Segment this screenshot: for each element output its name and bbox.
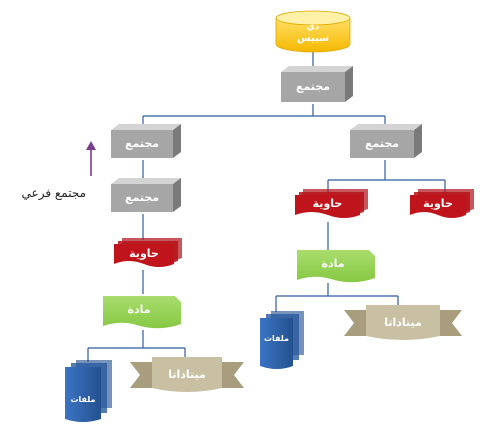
- collection-right-a: [295, 189, 368, 218]
- collection-left-label: حاوية: [129, 247, 159, 260]
- community-box-top: [281, 66, 353, 102]
- community-sub-label: مجتمع: [124, 191, 160, 204]
- files-right-label: ملفات: [263, 334, 290, 343]
- files-right: [260, 311, 304, 369]
- item-right-label: مادة: [321, 257, 345, 270]
- metadata-left-label: ميتاداتا: [168, 368, 206, 381]
- subcommunity-label: مجتمع فرعي: [21, 186, 86, 200]
- collection-right-b: [410, 189, 474, 218]
- collection-right-b-label: حاوية: [423, 197, 453, 210]
- community-left-label: مجتمع: [124, 137, 160, 150]
- subcommunity-arrow: [86, 141, 96, 176]
- metadata-left: [130, 357, 244, 392]
- metadata-right-label: ميتاداتا: [384, 316, 422, 329]
- root-label-line1: دي: [306, 22, 320, 32]
- root-label-line2: سبيس: [296, 33, 330, 44]
- collection-right-a-label: حاوية: [312, 197, 343, 210]
- community-top-label: مجتمع: [295, 80, 331, 93]
- item-left-label: مادة: [127, 303, 151, 316]
- collection-left: [114, 238, 182, 267]
- files-left-label: ملفات: [70, 395, 96, 404]
- dspace-root-cylinder: [275, 10, 351, 53]
- community-box-left: [111, 124, 181, 158]
- community-box-sub: [111, 178, 181, 212]
- item-left: [103, 296, 181, 329]
- item-right: [297, 250, 375, 283]
- metadata-right: [344, 305, 462, 340]
- community-right-label: مجتمع: [364, 137, 400, 150]
- community-box-right: [350, 124, 422, 158]
- files-left: [65, 360, 112, 422]
